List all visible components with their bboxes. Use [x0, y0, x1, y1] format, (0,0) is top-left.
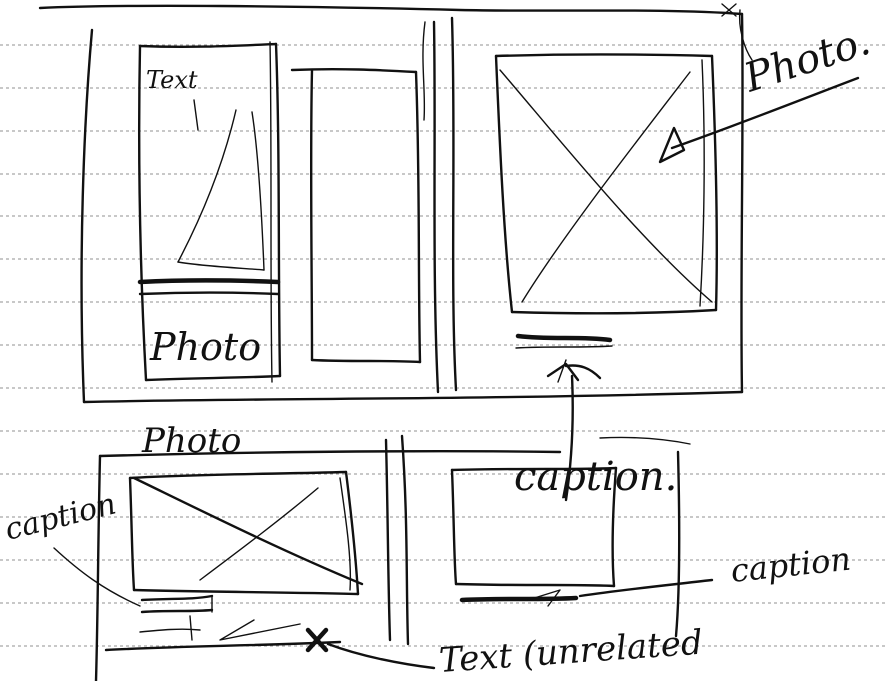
bottom-spread-frame — [94, 434, 691, 681]
top-spread-frame — [38, 4, 744, 404]
label-text: Text — [146, 66, 198, 94]
label-text-unrelated: Text (unrelated — [438, 623, 704, 681]
top-left-page — [137, 42, 422, 382]
label-photo-bottom-left: Photo — [141, 421, 241, 461]
label-photo-top-right: Photo. — [738, 18, 876, 102]
bottom-right-page — [450, 466, 714, 607]
bottom-left-page — [53, 470, 364, 653]
label-caption-bottom-right-top: caption. — [514, 454, 677, 500]
label-photo-top-left: Photo — [149, 325, 261, 369]
top-right-page — [494, 3, 860, 349]
note-connector — [326, 642, 436, 670]
label-caption-bottom-left: caption — [1, 486, 119, 547]
caption-connector — [546, 359, 602, 502]
label-caption-bottom-right-side: caption — [729, 540, 853, 590]
